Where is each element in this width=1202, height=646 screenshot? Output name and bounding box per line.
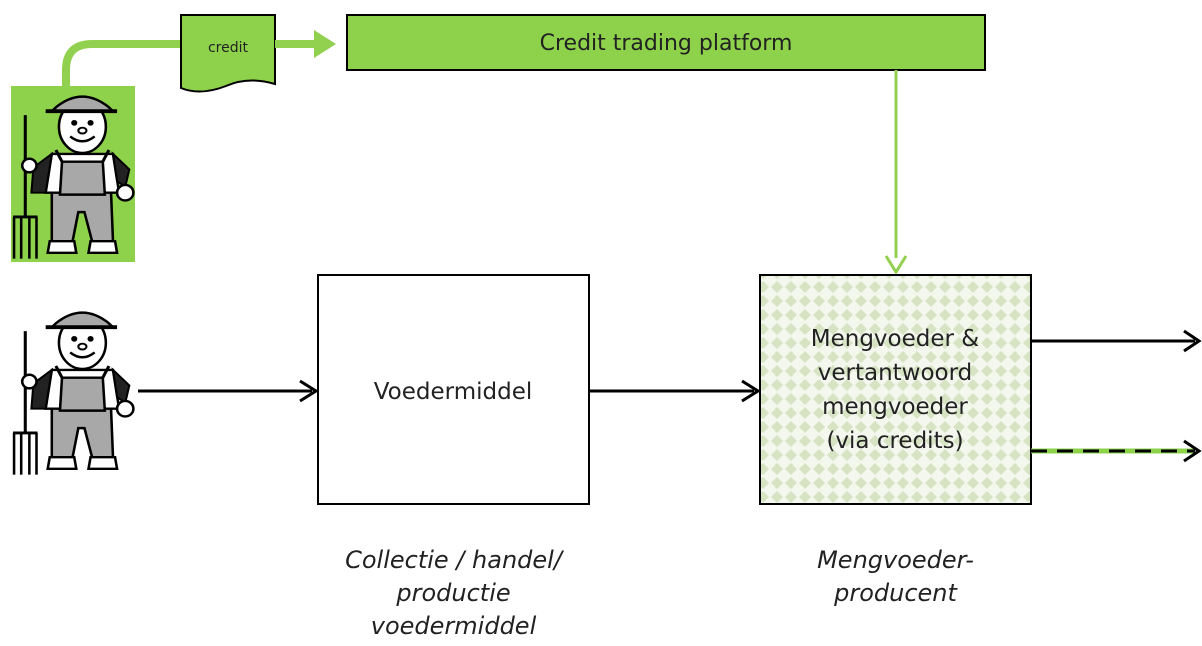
arrow-farmer-to-voedermiddel [138, 379, 319, 403]
voedermiddel-label: Voedermiddel [374, 379, 533, 405]
farmer-icon [13, 313, 133, 475]
credit-trading-platform-box [346, 14, 986, 71]
caption-collectie-line: voedermiddel [370, 612, 537, 640]
caption-collectie: Collectie / handel/ productie voedermidd… [318, 544, 589, 643]
mengvoeder-line-2: vertantwoord [818, 360, 973, 386]
arrow-voedermiddel-to-mengvoeder [590, 379, 761, 403]
credit-label: credit [208, 40, 249, 56]
green-arrow-to-platform [275, 30, 336, 58]
caption-producent: Mengvoeder- producent [760, 544, 1031, 610]
caption-producent-line: producent [834, 579, 957, 607]
green-arrow-down-to-mengvoeder [884, 70, 908, 275]
mengvoeder-line-4: (via credits) [826, 428, 963, 454]
output-arrow [1031, 329, 1202, 353]
platform-label: Credit trading platform [540, 31, 793, 56]
green-flow-to-credit [62, 40, 182, 90]
mengvoeder-line-3: mengvoeder [822, 394, 968, 420]
credit-document [180, 14, 276, 93]
green-farmer-icon [11, 86, 135, 262]
voedermiddel-box [317, 274, 590, 505]
output-credits-dashed-arrow [1031, 439, 1202, 463]
caption-collectie-line: Collectie / handel/ [345, 546, 562, 574]
mengvoeder-box [759, 274, 1032, 505]
caption-producent-line: Mengvoeder- [817, 546, 974, 574]
mengvoeder-line-1: Mengvoeder & [811, 326, 980, 352]
caption-collectie-line: productie [396, 579, 511, 607]
